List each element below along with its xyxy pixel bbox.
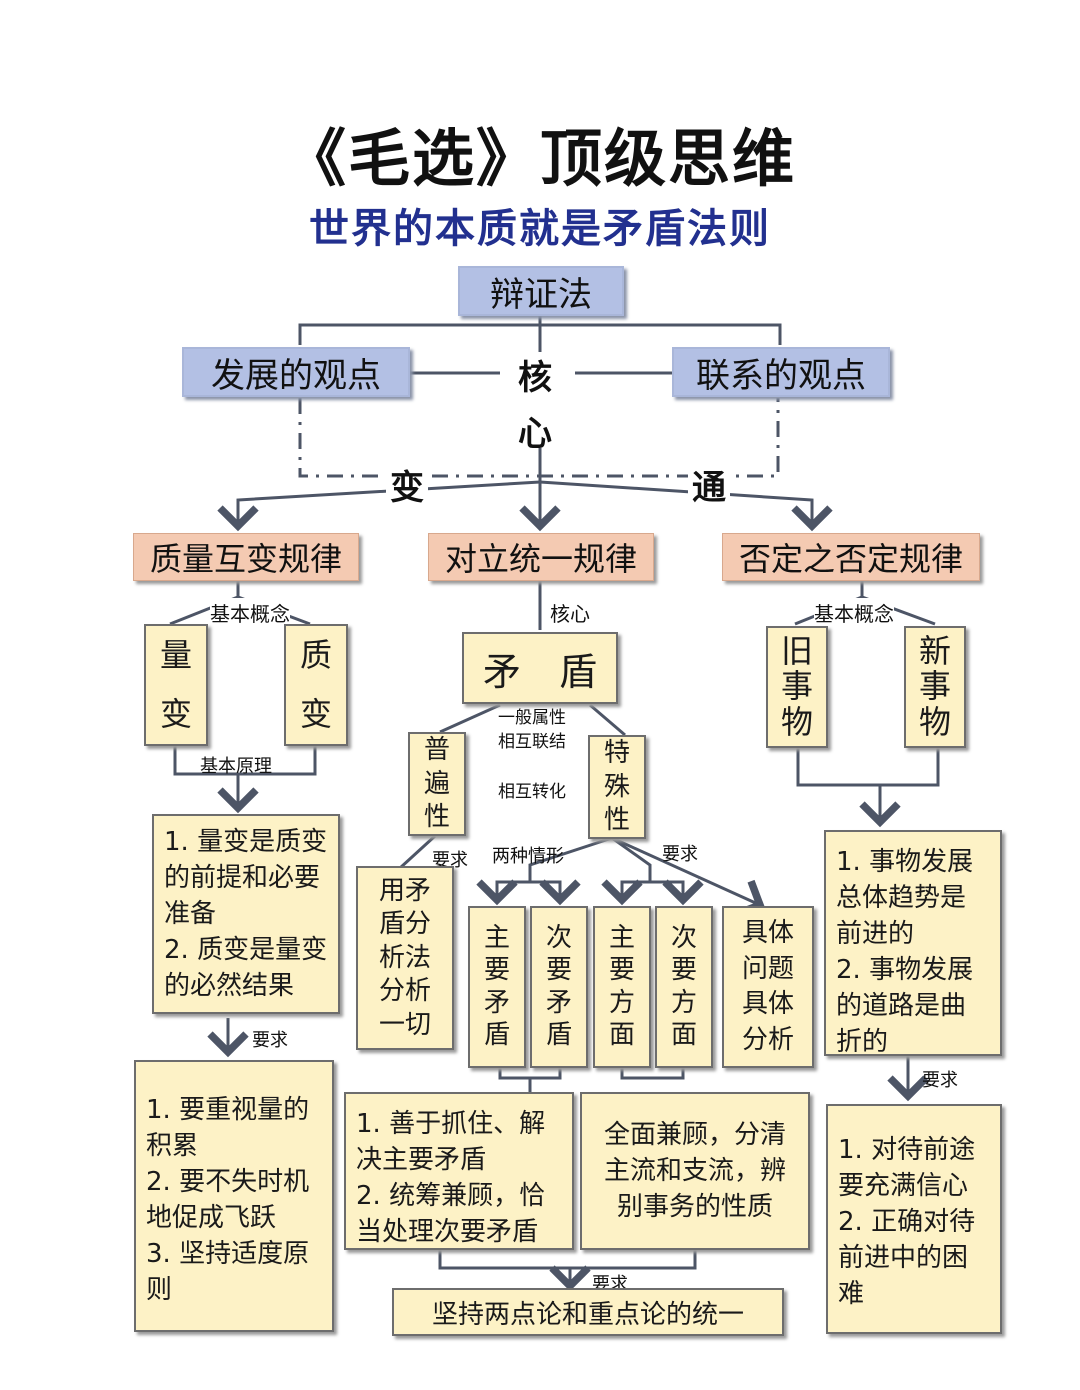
left-require-box: 1. 要重视量的积累 2. 要不失时机地促成飞跃 3. 坚持适度原则 (134, 1060, 334, 1332)
tong-char: 通 (688, 460, 730, 509)
page-subtitle: 世界的本质就是矛盾法则 (309, 205, 771, 252)
law-box-negation: 否定之否定规律 (722, 533, 980, 581)
universal-char-2: 遍 (423, 768, 450, 799)
right-require-label: 要求 (922, 1070, 958, 1091)
grasp-2: 2. 统筹兼顾，恰当处理次要矛盾 (356, 1181, 546, 1247)
left-require-3: 3. 坚持适度原则 (146, 1239, 310, 1305)
left-concept-label: 基本概念 (210, 598, 290, 627)
box-particularity: 特 殊 性 (588, 735, 646, 839)
analyze-line-1: 用矛 (378, 875, 431, 906)
unity-box: 坚持两点论和重点论的统一 (392, 1288, 784, 1336)
box-main-contradiction: 主 要 矛 盾 (468, 906, 526, 1068)
analyze-line-5: 一切 (378, 1009, 431, 1040)
left-principle-box: 1. 量变是质变的前提和必要准备 2. 质变是量变的必然结果 (152, 814, 340, 1014)
new-char-1: 新 (918, 632, 951, 671)
left-require-1: 1. 要重视量的积累 (146, 1095, 310, 1161)
second-contra-char-4: 盾 (545, 1020, 572, 1051)
general-attr-3: 相互转化 (498, 782, 566, 802)
concrete-line-1: 具体 (741, 918, 794, 949)
overall-box: 全面兼顾，分清主流和支流，辨别事务的性质 (580, 1092, 810, 1250)
main-aspect-char-1: 主 (608, 922, 635, 953)
main-aspect-char-2: 要 (608, 955, 635, 986)
second-aspect-char-1: 次 (670, 922, 697, 953)
second-contra-char-2: 要 (545, 955, 572, 986)
right-require-2: 2. 正确对待前进中的困难 (838, 1207, 976, 1309)
old-char-3: 物 (780, 702, 813, 741)
zhi-char-2: 变 (299, 694, 332, 733)
mid-require-label-2: 要求 (662, 844, 698, 865)
view-box-connection: 联系的观点 (672, 347, 890, 397)
analyze-line-2: 盾分 (378, 909, 431, 940)
box-concrete-analysis: 具体 问题 具体 分析 (722, 906, 814, 1068)
special-char-3: 性 (603, 805, 630, 836)
main-contra-char-2: 要 (483, 955, 510, 986)
old-char-1: 旧 (780, 632, 813, 671)
box-universality: 普 遍 性 (408, 732, 466, 836)
box-new-things: 新 事 物 (904, 626, 966, 748)
main-contra-char-1: 主 (483, 922, 510, 953)
zhi-char-1: 质 (299, 635, 332, 674)
box-analyze-all: 用矛 盾分 析法 分析 一切 (356, 866, 454, 1050)
special-char-1: 特 (603, 738, 630, 769)
second-aspect-char-3: 方 (670, 987, 697, 1018)
right-principle-1: 1. 事物发展总体趋势是前进的 (836, 847, 974, 949)
liang-char-2: 变 (159, 694, 192, 733)
box-qualitative-change: 质 变 (284, 624, 348, 746)
right-principle-box: 1. 事物发展总体趋势是前进的 2. 事物发展的道路是曲折的 (824, 830, 1002, 1057)
second-contra-char-1: 次 (545, 922, 572, 953)
left-principle-2: 2. 质变是量变的必然结果 (164, 935, 328, 1001)
box-quantitative-change: 量 变 (144, 624, 208, 746)
general-attr-1: 一般属性 (498, 708, 566, 728)
grasp-1: 1. 善于抓住、解决主要矛盾 (356, 1109, 546, 1175)
core-char-xin: 心 (518, 414, 552, 454)
left-require-2: 2. 要不失时机地促成飞跃 (146, 1167, 310, 1233)
grasp-main-box: 1. 善于抓住、解决主要矛盾 2. 统筹兼顾，恰当处理次要矛盾 (344, 1092, 574, 1250)
page-title: 《毛选》顶级思维 (283, 122, 796, 195)
right-principle-2: 2. 事物发展的道路是曲折的 (836, 955, 974, 1057)
main-aspect-char-3: 方 (608, 987, 635, 1018)
box-old-things: 旧 事 物 (766, 626, 828, 748)
change-char: 变 (386, 460, 428, 509)
left-principle-label: 基本原理 (200, 756, 272, 777)
special-char-2: 殊 (603, 771, 630, 802)
left-require-label: 要求 (252, 1030, 288, 1051)
universal-char-3: 性 (423, 802, 450, 833)
general-attr-box: 一般属性 相互联结 相互转化 (498, 706, 566, 804)
concrete-line-2: 问题 (741, 953, 794, 984)
right-require-1: 1. 对待前途要充满信心 (838, 1135, 976, 1201)
mid-require-label-1: 要求 (432, 850, 468, 871)
liang-char-1: 量 (159, 635, 192, 674)
analyze-line-3: 析法 (378, 942, 431, 973)
contradiction-box: 矛 盾 (462, 632, 618, 704)
right-require-box: 1. 对待前途要充满信心 2. 正确对待前进中的困难 (826, 1104, 1002, 1334)
root-box-dialectics: 辩证法 (458, 266, 624, 316)
law-box-quality-quantity: 质量互变规律 (133, 533, 359, 581)
universal-char-1: 普 (423, 735, 450, 766)
main-contra-char-4: 盾 (483, 1020, 510, 1051)
second-contra-char-3: 矛 (545, 987, 572, 1018)
old-char-2: 事 (780, 667, 813, 706)
main-contra-char-3: 矛 (483, 987, 510, 1018)
box-main-aspect: 主 要 方 面 (593, 906, 651, 1068)
core-char-he: 核 (518, 358, 552, 398)
main-aspect-char-4: 面 (608, 1020, 635, 1051)
view-box-development: 发展的观点 (182, 347, 410, 397)
analyze-line-4: 分析 (378, 976, 431, 1007)
box-secondary-aspect: 次 要 方 面 (655, 906, 713, 1068)
box-secondary-contradiction: 次 要 矛 盾 (530, 906, 588, 1068)
new-char-3: 物 (918, 702, 951, 741)
concrete-line-4: 分析 (741, 1024, 794, 1055)
new-char-2: 事 (918, 667, 951, 706)
general-attr-2: 相互联结 (498, 732, 566, 752)
law-box-unity-opposites: 对立统一规律 (428, 533, 654, 581)
left-principle-1: 1. 量变是质变的前提和必要准备 (164, 827, 328, 929)
second-aspect-char-4: 面 (670, 1020, 697, 1051)
concrete-line-3: 具体 (741, 989, 794, 1020)
two-cases-label: 两种情形 (492, 846, 564, 867)
right-concept-label: 基本概念 (814, 598, 894, 627)
mid-core-label: 核心 (550, 602, 590, 626)
second-aspect-char-2: 要 (670, 955, 697, 986)
